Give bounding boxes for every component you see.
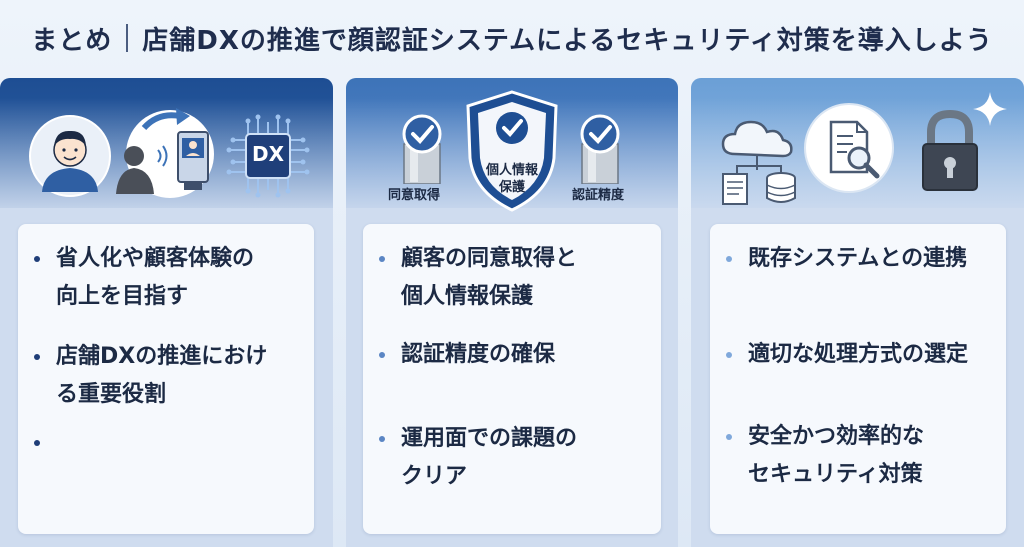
check-pillar-icon: [402, 114, 442, 184]
title-separator: [126, 24, 129, 52]
bullet-item: 適切な処理方式の選定: [726, 336, 968, 374]
padlock-icon: [922, 109, 978, 191]
bullet-item: 運用面での課題の クリア: [379, 420, 577, 496]
page-title: まとめ 店舗DXの推進で顔認証システムによるセキュリティ対策を導入しよう: [0, 0, 1024, 76]
consent-label: 同意取得: [388, 188, 441, 203]
cloud-database-icon: [721, 120, 796, 205]
person-smile-icon: [29, 115, 111, 197]
bullet-item: 店舗DXの推進におけ る重要役割: [34, 338, 267, 414]
shield-label: 個人情報 保護: [485, 163, 538, 195]
sparkle-icon: [973, 92, 1007, 126]
panel-integration: 既存システムとの連携 適切な処理方式の選定 安全かつ効率的な セキュリティ対策: [691, 78, 1024, 547]
bullet-item: 安全かつ効率的な セキュリティ対策: [726, 418, 924, 494]
dx-chip-icon: [226, 114, 310, 198]
bullet-item: 既存システムとの連携: [726, 240, 967, 278]
dx-chip-label: DX: [251, 142, 285, 166]
panel-privacy: 同意取得 個人情報 保護 認証精度 顧客の同意取得と 個人情報保護 認証精度の確…: [346, 78, 678, 547]
bullet-item: 顧客の同意取得と 個人情報保護: [379, 240, 577, 316]
shield-check-icon: [466, 90, 558, 212]
accuracy-label: 認証精度: [572, 188, 625, 203]
title-main: 店舗DXの推進で顔認証システムによるセキュリティ対策を導入しよう: [142, 25, 993, 56]
check-pillar-icon: [580, 114, 620, 184]
bullet-card: 顧客の同意取得と 個人情報保護 認証精度の確保 運用面での課題の クリア: [363, 224, 661, 534]
document-search-icon: [804, 103, 894, 193]
bullet-card: 既存システムとの連携 適切な処理方式の選定 安全かつ効率的な セキュリティ対策: [710, 224, 1006, 534]
bullet-card: 省人化や顧客体験の 向上を目指す 店舗DXの推進におけ る重要役割: [18, 224, 314, 534]
bullet-item: 省人化や顧客体験の 向上を目指す: [34, 240, 254, 316]
panel-store-dx: DX 省人化や顧客体験の 向上を目指す 店舗DXの推進におけ る重要役割: [0, 78, 333, 547]
bullet-item: 認証精度の確保: [379, 336, 555, 374]
face-kiosk-icon: [116, 108, 214, 198]
title-lead: まとめ: [31, 25, 113, 56]
